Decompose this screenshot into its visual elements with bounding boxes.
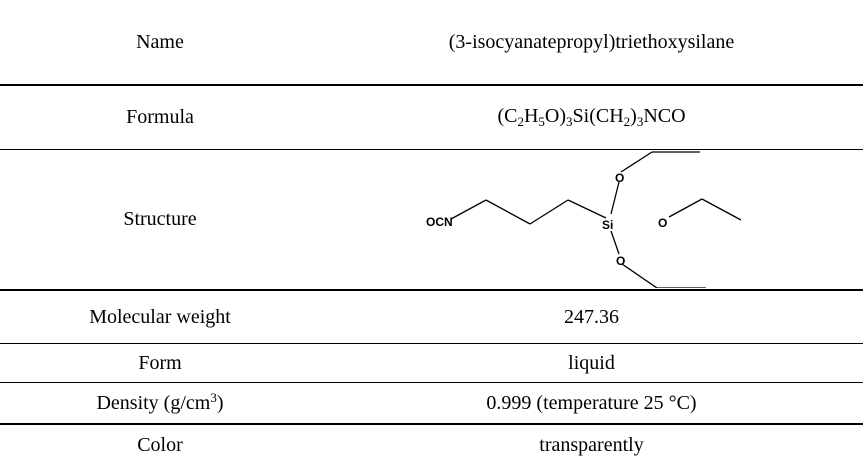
label-density: Density (g/cm3)	[0, 382, 320, 425]
bond-c-c-right	[701, 198, 742, 221]
label-name: Name	[0, 0, 320, 86]
value-name: (3-isocyanatepropyl)triethoxysilane	[320, 0, 863, 86]
value-color: transparently	[539, 434, 644, 456]
label-form: Form	[0, 343, 320, 383]
table-row-color: Color transparently	[0, 424, 863, 466]
bond-o-c-right	[668, 198, 703, 218]
bond-si-o-lower	[610, 230, 620, 255]
bond-c3-si	[567, 199, 607, 219]
structure-bonds	[450, 151, 742, 288]
label-molecular-weight: Molecular weight	[0, 290, 320, 344]
atom-si: Si	[602, 218, 613, 232]
atom-o-right: O	[658, 216, 667, 230]
label-structure: Structure	[0, 149, 320, 291]
value-density: 0.999 (temperature 25 °C)	[320, 382, 863, 425]
bond-o-c-upper	[620, 151, 653, 173]
bond-ocn-c1	[450, 199, 487, 220]
table-row-structure: Structure	[0, 149, 863, 291]
bond-c2-c3	[529, 199, 569, 225]
value-formula: (C2H5O)3Si(CH2)3NCO	[320, 85, 863, 150]
value-molecular-weight: 247.36	[320, 290, 863, 344]
value-form: liquid	[320, 343, 863, 383]
label-color: Color	[137, 434, 183, 456]
label-formula: Formula	[0, 85, 320, 150]
bond-c1-c2	[485, 199, 531, 225]
table-row-molecular-weight: Molecular weight 247.36	[0, 290, 863, 344]
bond-o-c-lower	[621, 263, 658, 288]
value-structure: OCN Si O O O	[320, 149, 863, 291]
atom-o-lower: O	[616, 254, 625, 268]
table-row-formula: Formula (C2H5O)3Si(CH2)3NCO	[0, 85, 863, 150]
table-row-form: Form liquid	[0, 343, 863, 383]
atom-o-upper: O	[615, 171, 624, 185]
bond-si-o-upper	[610, 181, 620, 215]
table-row-name: Name (3-isocyanatepropyl)triethoxysilane	[0, 0, 863, 86]
table-row-density: Density (g/cm3) 0.999 (temperature 25 °C…	[0, 382, 863, 425]
structure-diagram: OCN Si O O O	[426, 151, 742, 288]
atom-ocn: OCN	[426, 215, 453, 229]
